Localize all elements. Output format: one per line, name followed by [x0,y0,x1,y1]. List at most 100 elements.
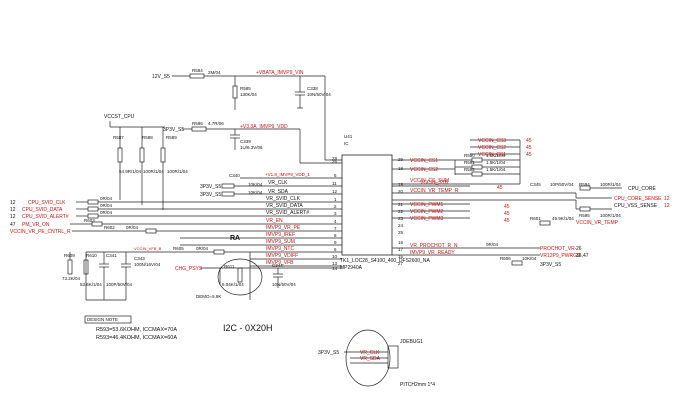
pin-12: 12 [332,189,338,194]
pin-19: 19 [398,182,404,187]
label-r586: R586 [192,121,203,126]
label-r-hot: 0R/04 [486,242,499,247]
resistor-r605 [213,249,225,255]
resistor-sda-pullup [221,191,235,197]
resistor-r602 [145,228,157,234]
resistor-svid-clk [87,199,99,205]
label-r595-value: 100R/1/04 [600,213,621,218]
label-r594: R594 [579,182,590,187]
page-ref-12b: 12 [10,207,16,213]
label-r-clk: 10K/04 [248,182,263,187]
pin-13: 13 [332,261,338,266]
net-cpu-vss-sense: CPU_VSS_SENSE [614,203,658,209]
net-vdiff: IMVP9_VDIFF [266,253,298,259]
page-ref-45a: 45 [497,185,503,191]
pin-1: 1 [334,197,337,202]
net-ntc: IMVP9_NTC [266,246,294,252]
net-cpu-core: CPU_CORE [628,186,656,192]
label-c345: C345 [530,182,541,187]
design-note-line-1: R593=53.6KOHM, ICCMAX=70A [96,327,177,333]
label-c341-value: 100P/50V/04 [106,282,133,287]
net-prochot-vr: PROCHOT_VR- [540,246,577,252]
label-c338: C338 [307,86,318,91]
pin-18: 18 [398,166,404,171]
pin-7: 7 [334,226,337,231]
label-r605-value: 0R/04 [196,246,209,251]
net-cpu-svid-alert: CPU_SVID_ALERT# [22,214,69,220]
label-ra: RA [230,235,240,242]
label-r606: R606 [500,256,511,261]
label-r589: R589 [166,135,177,140]
label-r-svid1: 0R/04 [100,196,113,201]
page-ref-cs3: 45 [526,138,532,144]
connector-jdebug: JDEBUG1 [400,339,423,345]
pin-23: 23 [398,216,404,221]
pin-24: 24 [398,223,404,228]
net-vbata-vin: +VBATA_IMVP9_VIN [256,70,304,76]
label-r589-value: 100R/1/04 [167,169,188,174]
debug-highlight-circle [345,329,391,387]
label-r611-value: 6.04K/1/04 [222,282,244,287]
label-r605: R605 [173,246,184,251]
label-r-svid2: 0R/04 [100,203,113,208]
pin-20: 20 [398,189,404,194]
net-vccin-cs1-out: VCCIN_CS1 [478,152,506,158]
pin-2: 2 [334,204,337,209]
pin-21: 21 [398,202,404,207]
net-3p3v-b: 3P3V_S5 [200,192,221,198]
label-r590-value: 1.5K/1/04 [486,153,506,158]
net-vccin-cs1: VCCIN_CS1 [410,158,438,164]
net-vccin-stb: VCCIN_STB [420,180,449,186]
net-vccin-cs-sum: VCCIN_CS_SUM [410,178,449,184]
label-r611: R611 [224,264,235,269]
net-3p3v-a: 3P3V_S5 [200,184,221,190]
pin-27: 27 [398,261,404,266]
net-vccin-cs3-out: VCCIN_CS3 [478,138,506,144]
net-vccin-cs2-out: VCCIN_CS2 [478,145,506,151]
pin-17: 17 [398,247,404,252]
net-12v-s5: 12V_S5 [152,74,170,80]
resistor-r611 [237,267,243,283]
label-r602-value: 0R/04 [126,225,139,230]
label-r587-value: 54.9R/1/04 [119,169,142,174]
label-c343: C343 [134,256,145,261]
label-c339-value: 1U/6.3V/06 [240,145,263,150]
pin-15: 15 [398,254,404,259]
net-vr-sda: VR_SDA [268,189,289,195]
label-r594-value: 100R/1/04 [600,182,621,187]
label-r584: R584 [192,68,203,73]
resistor-r589 [160,147,166,163]
ic-refdes: U41 [344,134,353,139]
net-vccin-pwm2: VCCIN_PWM2 [410,209,444,215]
label-r-sda: 10K/04 [248,190,263,195]
label-r595: R595 [579,213,590,218]
net-vccin-pe-cntrl: VCCIN_VR_PE_CNTRL_R [10,229,71,235]
label-r609-value: 73.2K/04 [62,276,81,281]
resistor-clk-pullup [221,183,235,189]
label-ntc-demo: DEMO=5.9K [196,294,221,299]
label-c343-value: 100N/16V/04 [134,262,161,267]
page-ref-45c: 45 [504,211,510,217]
label-r603: R603 [84,218,95,223]
page-ref-12c: 12 [10,214,16,220]
net-cpu-core-sense: CPU_CORE_SENSE [614,196,662,202]
pin-29: 29 [398,157,404,162]
pin-26: 26 [332,159,338,164]
net-vr-en: VR_EN [266,218,283,224]
net-sum: IMVP9_SUM [266,239,295,245]
net-vr-svid-data: VR_SVID_DATA [266,203,303,209]
label-r590: R590 [464,153,475,158]
connector-jdebug-body [387,345,399,369]
net-v3p3a-vdd: +V3.3A_IMVP9_VDD [240,124,288,130]
net-vccin-cs2: VCCIN_CS2 [410,167,438,173]
ic-part: MP2940A [340,265,363,271]
net-vr-svid-alert: VR_SVID_ALERT# [266,210,309,216]
resistor-r610 [83,259,89,275]
net-3p3v-s5-right: 3P3V_S5 [540,262,561,268]
label-r588: R588 [142,135,153,140]
pin-3: 3 [334,211,337,216]
net-vtp-vdd: +V1.8_IMVP9_VDD_1 [265,172,310,177]
label-r584-value: 2M/04 [208,70,221,75]
pin-14: 14 [332,266,338,271]
